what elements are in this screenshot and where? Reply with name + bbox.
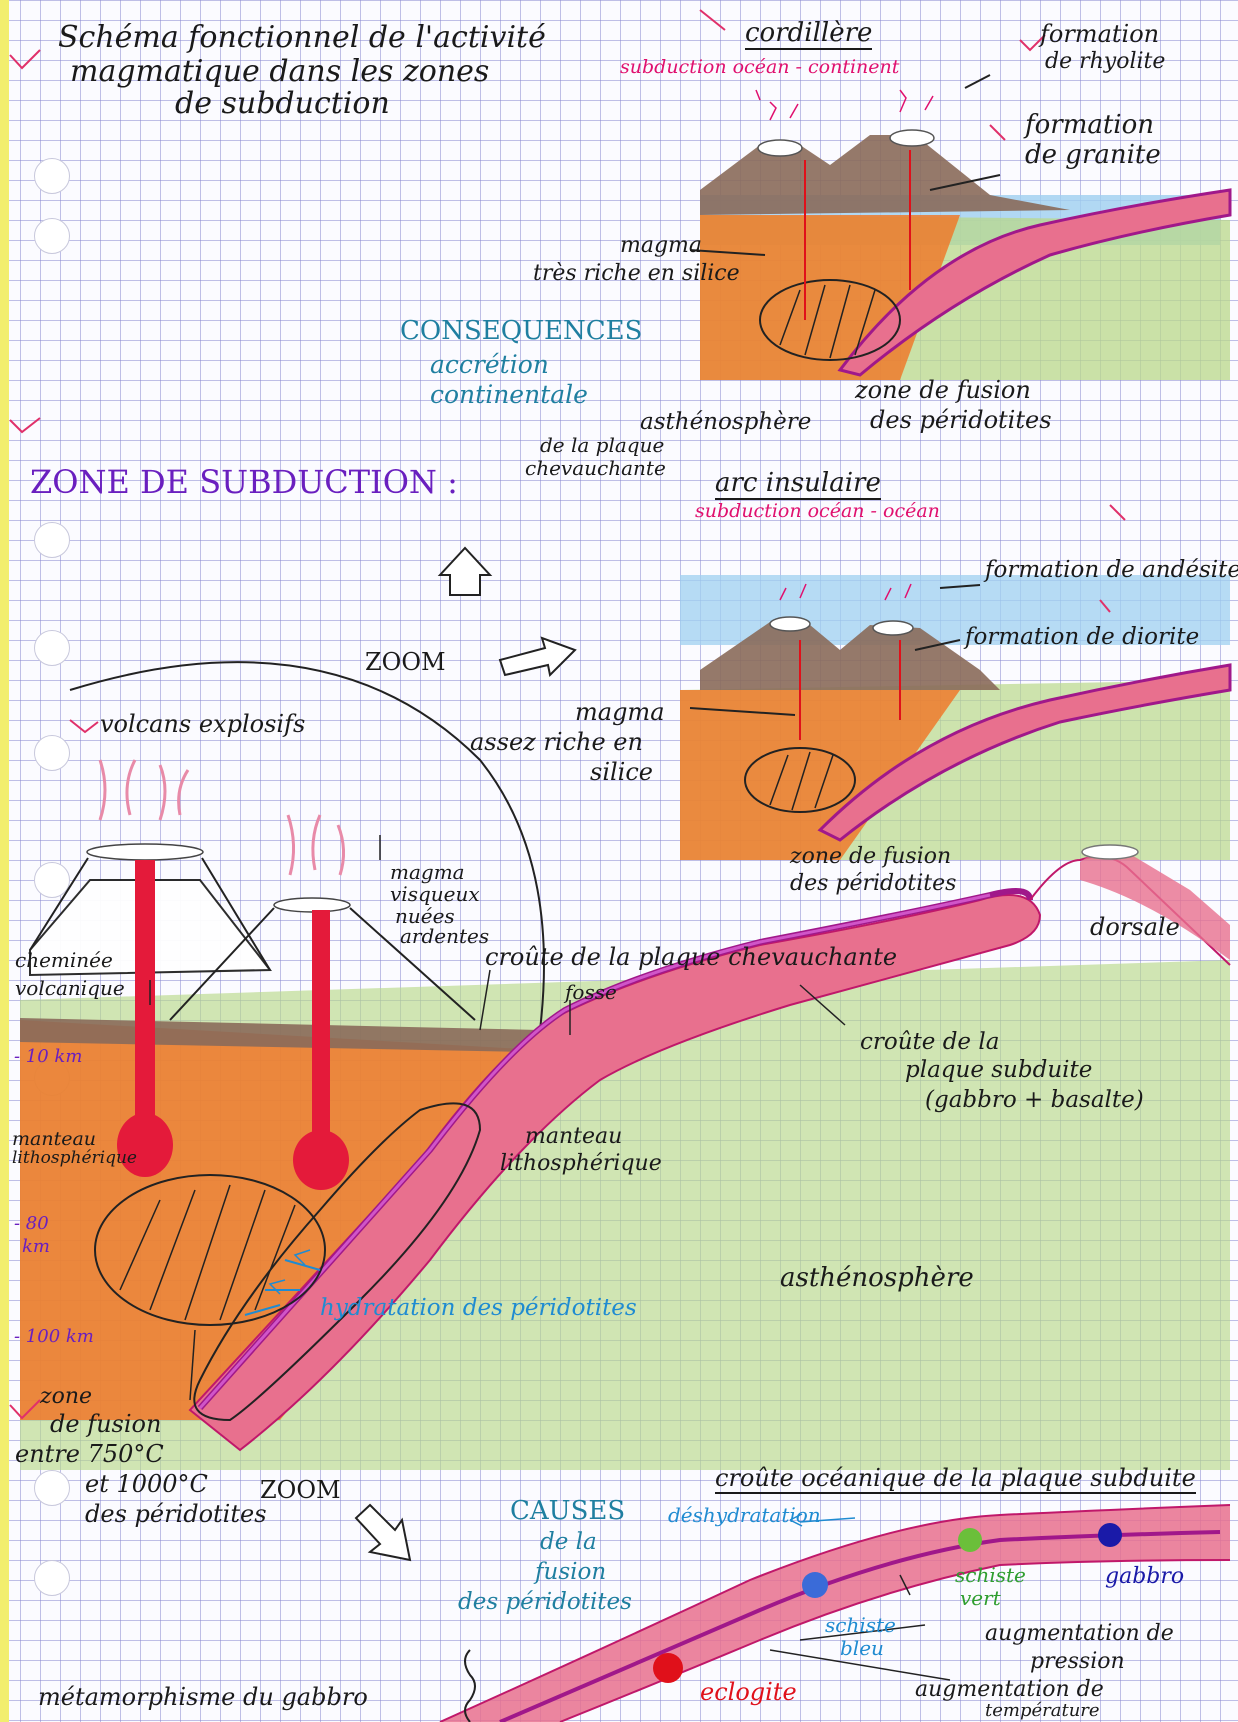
depth-80: - 80 <box>14 1213 49 1234</box>
ardentes: ardentes <box>400 924 490 948</box>
fusion-zone-2: de fusion <box>50 1410 162 1438</box>
hole-punch-icon <box>34 218 70 254</box>
formation-granite-1: formation <box>1025 110 1155 140</box>
nuees: nuées <box>395 904 455 928</box>
causes-diagram <box>439 1504 1231 1722</box>
causes-heading: CAUSES <box>510 1496 626 1526</box>
croute-chevauchante: croûte de la plaque chevauchante <box>485 943 898 971</box>
cheminee-2: volcanique <box>15 976 125 1000</box>
depth-100km: - 100 km <box>14 1326 94 1347</box>
title-line-1: Schéma fonctionnel de l'activité <box>58 20 546 55</box>
cheminee-1: cheminée <box>15 948 113 972</box>
arc-magma-3: silice <box>590 758 653 786</box>
cordillere-diagram <box>689 74 1232 380</box>
fusion-zone-4: et 1000°C <box>85 1470 208 1498</box>
zoom-label-bottom: ZOOM <box>260 1476 341 1504</box>
zone-title: ZONE DE SUBDUCTION : <box>30 463 458 501</box>
croute-subduite-3: (gabbro + basalte) <box>925 1087 1144 1113</box>
depth-km: km <box>22 1236 50 1257</box>
cordillere-magma-2: très riche en silice <box>533 261 740 286</box>
hole-punch-icon <box>34 522 70 558</box>
hole-punch-icon <box>34 158 70 194</box>
asthenosphere-label: asthénosphère <box>780 1263 974 1293</box>
arc-formation-diorite: formation de diorite <box>965 624 1200 650</box>
manteau-left-2: lithosphérique <box>12 1148 137 1168</box>
arc-magma-1: magma <box>575 698 665 726</box>
causes-text-3: des péridotites <box>458 1589 632 1615</box>
schiste-bleu-1: schiste <box>825 1613 896 1637</box>
eclogite-label: eclogite <box>700 1678 797 1706</box>
arc-subtitle: subduction océan - océan <box>695 500 940 522</box>
causes-text-1: de la <box>540 1529 597 1555</box>
arc-fusion-2: des péridotites <box>790 871 957 896</box>
title-line-2: magmatique dans les zones <box>70 54 490 89</box>
arc-insulaire-diagram <box>680 575 1232 860</box>
title-line-3: de subduction <box>175 86 390 121</box>
pression-2: pression <box>1030 1649 1125 1674</box>
consequences-text-1: accrétion <box>430 350 549 379</box>
margin-strip <box>0 0 9 1722</box>
volcans-explosifs: volcans explosifs <box>100 710 306 738</box>
fusion-zone-1: zone <box>40 1384 93 1409</box>
schiste-vert-2: vert <box>960 1586 1001 1610</box>
formation-granite-2: de granite <box>1025 140 1161 170</box>
croute-oceanique-label: croûte océanique de la plaque subduite <box>715 1465 1196 1495</box>
hole-punch-icon <box>34 1560 70 1596</box>
consequences-heading: CONSEQUENCES <box>400 316 643 346</box>
hole-punch-icon <box>34 862 70 898</box>
metamorphisme-label: métamorphisme du gabbro <box>38 1683 368 1711</box>
cordillere-subtitle: subduction océan - continent <box>620 56 900 78</box>
hole-punch-icon <box>34 735 70 771</box>
depth-10km: - 10 km <box>14 1046 83 1067</box>
cordillere-asthenosphere: asthénosphère <box>640 409 812 435</box>
arc-formation-andesite: formation de andésite <box>985 557 1238 583</box>
fusion-zone-3: entre 750°C <box>15 1440 164 1468</box>
manteau-top-2: lithosphérique <box>500 1151 662 1176</box>
consequences-text-2: continentale <box>430 380 588 409</box>
schiste-bleu-2: bleu <box>840 1636 884 1660</box>
cordillere-fusion-1: zone de fusion <box>855 376 1031 404</box>
hydratation-label: hydratation des péridotites <box>320 1295 637 1321</box>
hole-punch-icon <box>34 1470 70 1506</box>
cordillere-magma-1: magma <box>620 233 703 258</box>
magma-visqueux-2: visqueux <box>390 882 480 906</box>
schiste-vert-1: schiste <box>955 1563 1026 1587</box>
formation-rhyolite-2: de rhyolite <box>1045 49 1166 74</box>
main-subduction-diagram <box>20 661 1231 1470</box>
dorsale-label: dorsale <box>1090 913 1180 941</box>
zoom-arrow-icon <box>354 546 577 1562</box>
causes-text-2: fusion <box>535 1559 607 1585</box>
cordillere-chevauchante: chevauchante <box>525 456 666 480</box>
cordillere-plaque: de la plaque <box>540 433 665 457</box>
croute-subduite-1: croûte de la <box>860 1029 1000 1055</box>
deshydratation-label: déshydratation <box>668 1503 821 1527</box>
manteau-top-1: manteau <box>525 1124 623 1149</box>
manteau-left-1: manteau <box>12 1128 97 1150</box>
temperature-1: augmentation de <box>915 1677 1104 1702</box>
arc-magma-2: assez riche en <box>470 728 643 756</box>
zoom-label-top: ZOOM <box>365 648 446 676</box>
pression-1: augmentation de <box>985 1621 1174 1646</box>
fusion-zone-5: des péridotites <box>85 1500 267 1528</box>
magma-visqueux-1: magma <box>390 860 465 884</box>
check-mark-icon <box>9 9 1126 1420</box>
fosse-label: fosse <box>565 980 617 1004</box>
arc-fusion-1: zone de fusion <box>790 844 952 869</box>
temperature-2: température <box>985 1700 1100 1721</box>
croute-subduite-2: plaque subduite <box>905 1057 1093 1083</box>
formation-rhyolite-1: formation <box>1040 20 1160 48</box>
cordillere-fusion-2: des péridotites <box>870 406 1052 434</box>
arc-heading: arc insulaire <box>715 469 881 501</box>
cordillere-heading: cordillère <box>745 19 873 51</box>
gabbro-label: gabbro <box>1105 1564 1185 1589</box>
hole-punch-icon <box>34 630 70 666</box>
